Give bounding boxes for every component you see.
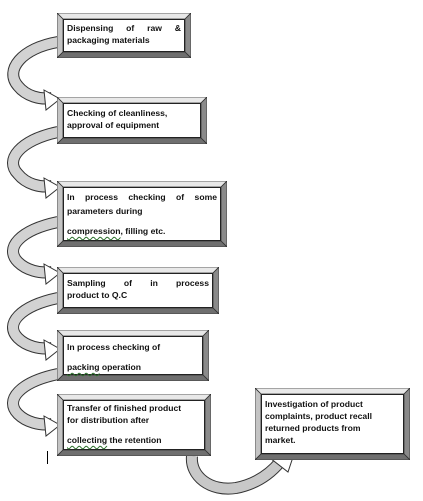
step-5-line-2: packing operation [67, 362, 199, 373]
spellcheck-word: packing [67, 362, 100, 372]
step-2-line-2: approval of equipment [67, 120, 160, 130]
box-bevel [57, 267, 219, 314]
step-6-line-1: Transfer of finished product [67, 403, 182, 413]
step-1-line-1: Dispensing of raw & [67, 23, 181, 33]
step-7-line-1: Investigation of product [265, 399, 363, 409]
box-face [63, 400, 205, 450]
step-5-line-1: In process checking of [67, 342, 161, 352]
step-6-line-2: for distribution after [67, 415, 150, 425]
step-7-line-4: market. [265, 435, 296, 445]
box-bevel [57, 181, 227, 247]
step-1-line-2: packaging materials [67, 35, 150, 45]
step-7-line-3: returned products from [265, 423, 361, 433]
step-4-line-2: product to Q.C [67, 290, 128, 300]
step-4-line-1: Sampling of in process [67, 278, 209, 288]
box-bevel [57, 13, 191, 58]
step-3-line-2: parameters during [67, 206, 143, 216]
step-box-sampling: Sampling of in process product to Q.C [57, 267, 219, 314]
step-box-cleanliness-check: Checking of cleanliness, approval of equ… [57, 97, 207, 144]
step-3-line-1: In process checking of some [67, 192, 217, 202]
step-6-line-3: collecting the retention [67, 435, 201, 446]
arrowhead-4 [43, 339, 61, 361]
box-face [63, 19, 185, 52]
arrowhead-5 [43, 415, 61, 437]
step-2-line-1: Checking of cleanliness, [67, 108, 168, 118]
box-face [63, 187, 221, 241]
step-3-line-3-rest: , filling etc. [120, 226, 166, 236]
box-face [63, 103, 201, 138]
text-cursor [47, 451, 48, 464]
box-bevel [255, 388, 410, 460]
spellcheck-word: compression [67, 226, 121, 236]
step-box-dispensing: Dispensing of raw & packaging materials [57, 13, 191, 58]
step-5-line-2-rest: operation [99, 362, 142, 372]
step-box-in-process-parameters: In process checking of some parameters d… [57, 181, 227, 247]
step-3-line-3: compression, filling etc. [67, 226, 217, 237]
box-face [63, 336, 203, 375]
arrowhead-3 [43, 263, 61, 285]
spellcheck-word: collecting [67, 435, 108, 445]
step-6-line-3-rest: the retention [107, 435, 162, 445]
box-bevel [57, 330, 209, 381]
box-bevel [57, 97, 207, 144]
step-box-investigation: Investigation of product complaints, pro… [255, 388, 410, 460]
step-box-packing-check: In process checking of packing operation [57, 330, 209, 381]
box-face [261, 394, 404, 454]
arrowhead-1 [43, 89, 61, 111]
step-box-transfer-finished-product: Transfer of finished product for distrib… [57, 394, 211, 456]
box-bevel [57, 394, 211, 456]
box-face [63, 273, 213, 308]
step-7-line-2: complaints, product recall [265, 411, 372, 421]
arrowhead-2 [43, 177, 61, 199]
